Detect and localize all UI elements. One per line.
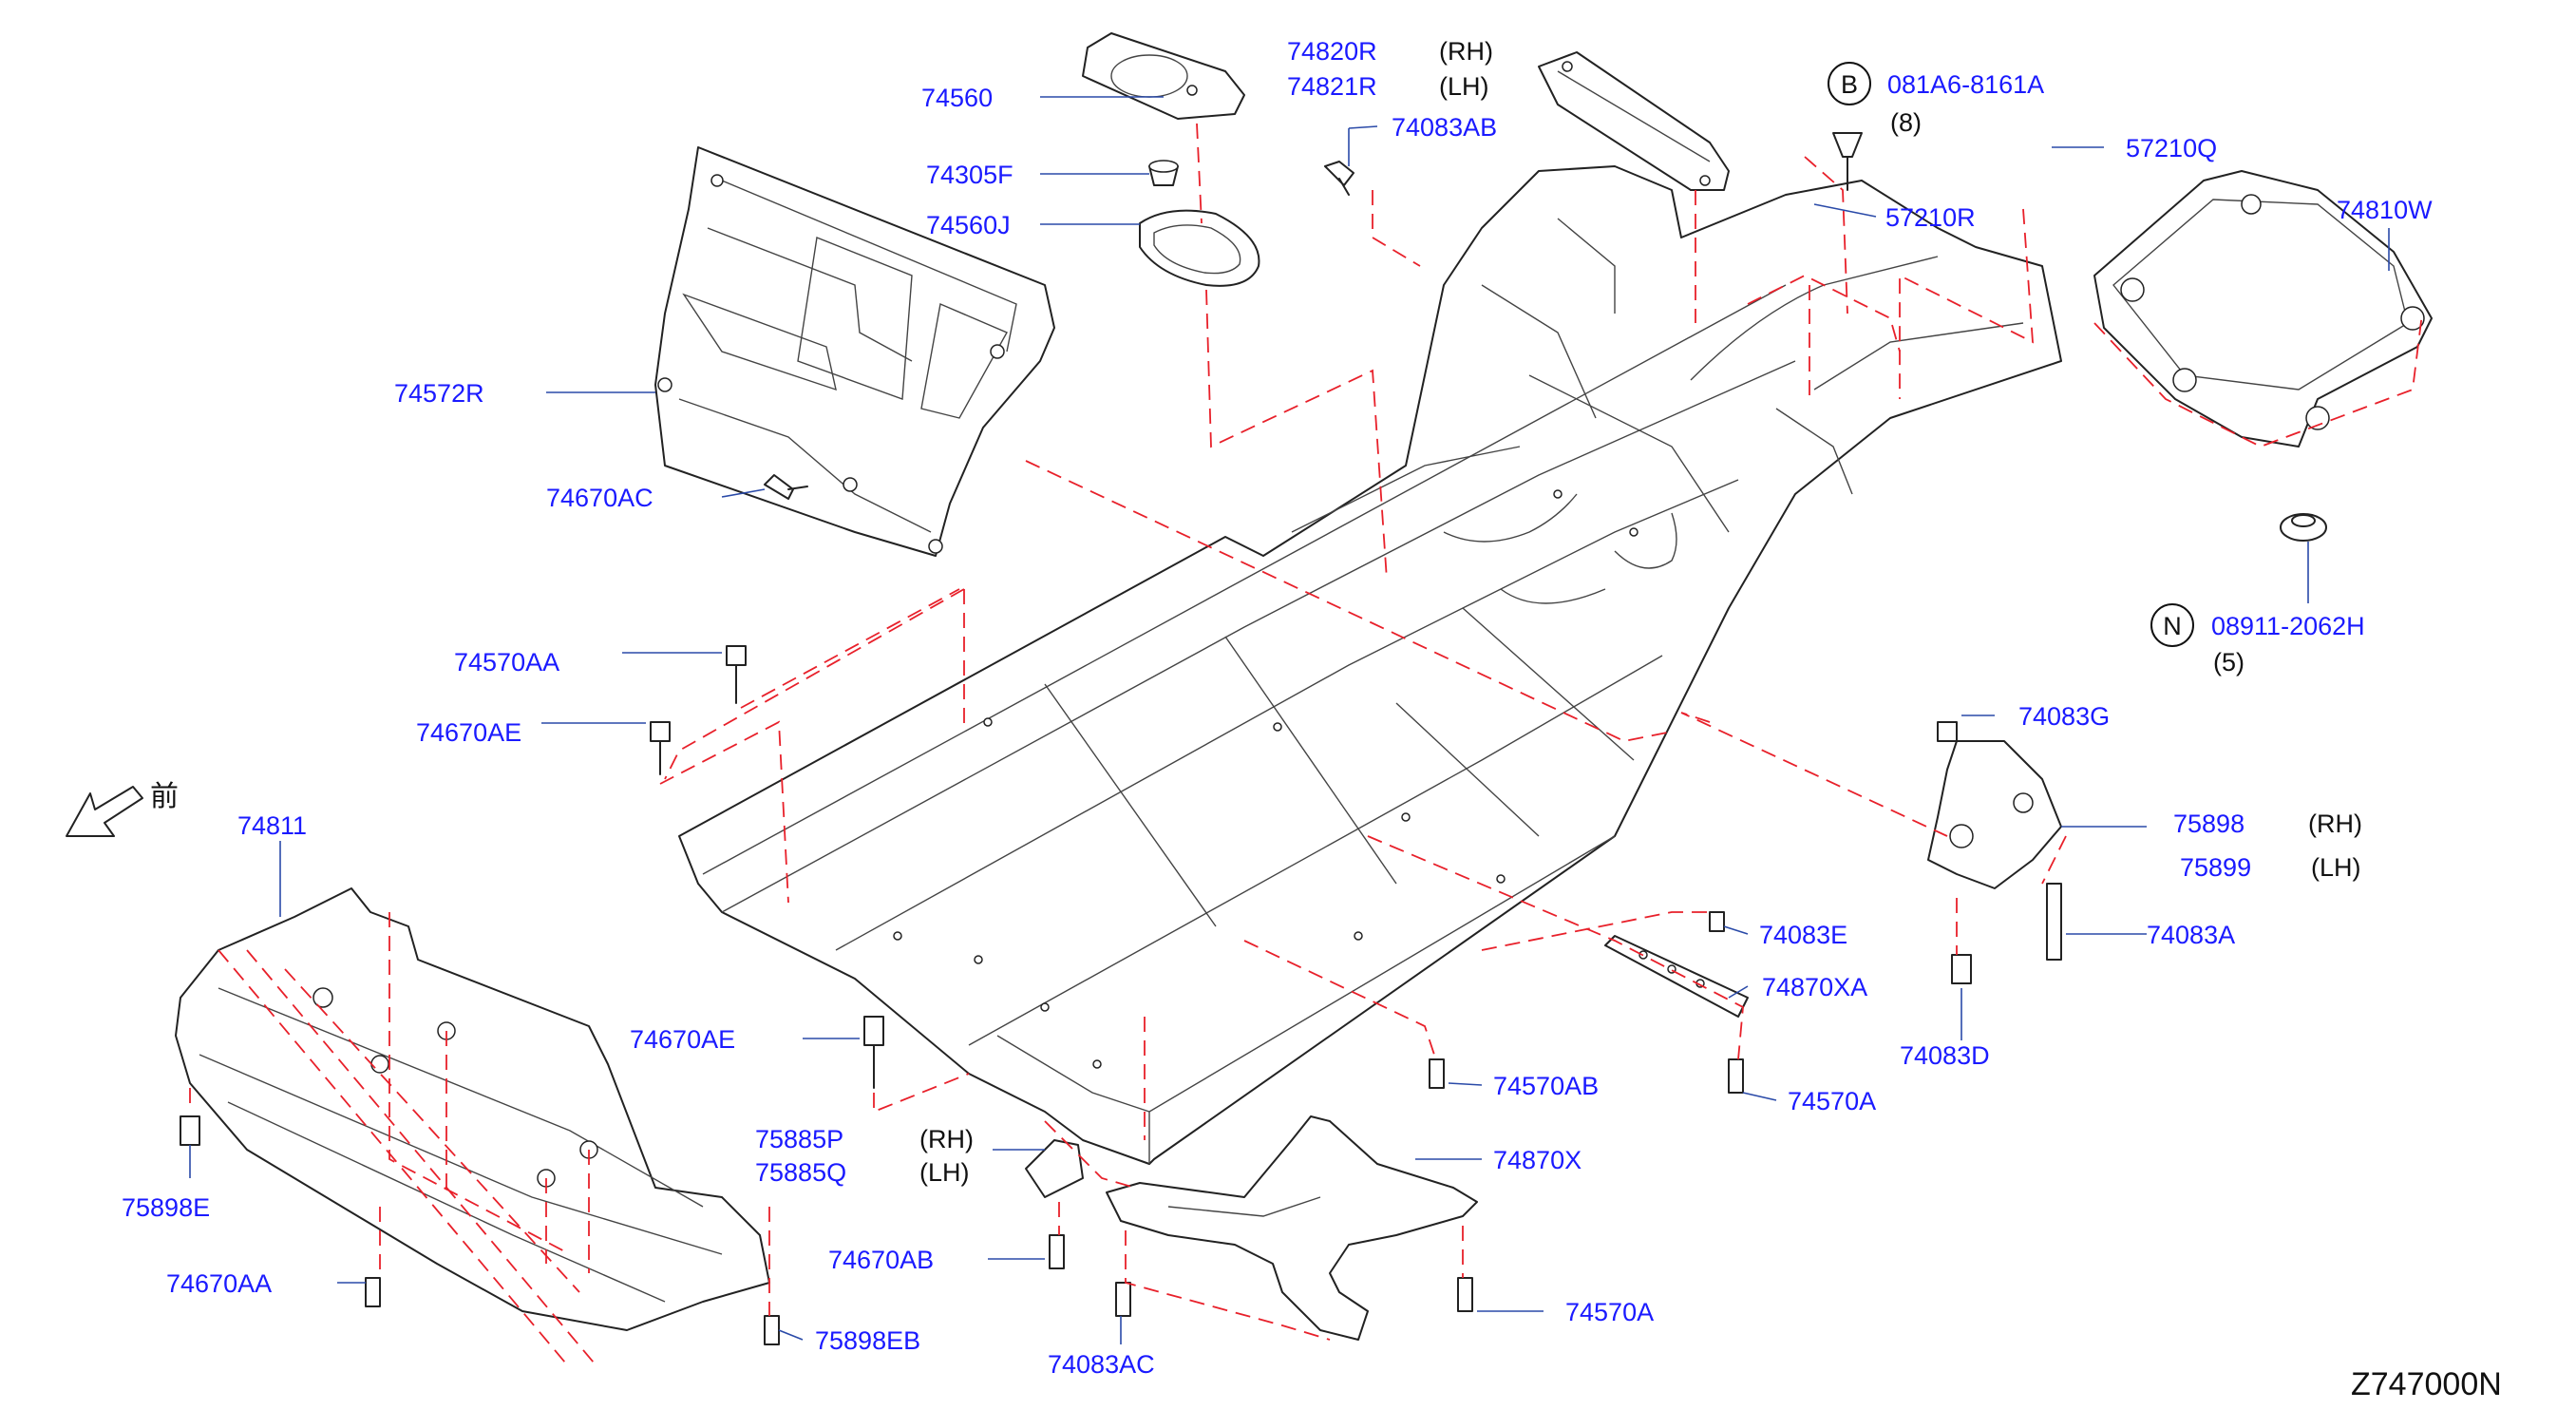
note-rh-74820r: (RH): [1439, 37, 1493, 66]
callout-75885p: 75885P: [755, 1125, 843, 1153]
callout-74570aa: 74570AA: [454, 648, 559, 676]
callouts: 74560 74305F 74560J 74572R 74670AC 74820…: [122, 37, 2433, 1379]
note-qty-8: (8): [1890, 108, 1922, 137]
callout-74083a: 74083A: [2147, 921, 2235, 949]
callout-74083ac: 74083AC: [1048, 1350, 1155, 1379]
brace-74870x: [1106, 1115, 1478, 1341]
bracket-75885p: [1025, 1139, 1084, 1198]
callout-74570a-lower: 74570A: [1565, 1298, 1654, 1326]
callout-74670ae: 74670AE: [416, 718, 521, 747]
member-74820r: [1538, 51, 1730, 191]
callout-74083e: 74083E: [1759, 921, 1847, 949]
callout-74670ab: 74670AB: [828, 1246, 934, 1274]
floor-panel: [678, 165, 2062, 1165]
seal-74560j: [1139, 209, 1260, 287]
callout-74820r: 74820R: [1287, 37, 1377, 66]
callout-74572r: 74572R: [394, 379, 484, 408]
forward-arrow-icon: [66, 786, 143, 837]
front-under-cover-74811: [175, 887, 770, 1331]
callout-74670ae-lower: 74670AE: [630, 1025, 735, 1054]
direction-label: 前: [150, 780, 179, 813]
callout-08911-2062h: 08911-2062H: [2211, 612, 2365, 640]
callout-74810w: 74810W: [2337, 196, 2433, 224]
note-lh-74821r: (LH): [1439, 72, 1489, 101]
bracket-75898: [1927, 740, 2062, 889]
callout-75885q: 75885Q: [755, 1158, 846, 1187]
clip-74305f: [1148, 160, 1179, 186]
callout-74821r: 74821R: [1287, 72, 1377, 101]
badge-b-label: B: [1841, 70, 1858, 99]
callout-75898eb: 75898EB: [815, 1326, 920, 1355]
drawing-code: Z747000N: [2351, 1366, 2502, 1402]
callout-74560j: 74560J: [926, 211, 1011, 239]
callout-74570a: 74570A: [1788, 1087, 1876, 1115]
callout-75898: 75898: [2173, 810, 2245, 838]
note-lh-75885q: (LH): [919, 1158, 970, 1187]
callout-74870xa: 74870XA: [1762, 973, 1867, 1001]
notes: (RH) (LH) (8) (5) (RH) (LH) (RH) (LH): [919, 37, 2362, 1187]
callout-75898e: 75898E: [122, 1193, 210, 1222]
line-art: [66, 32, 2433, 1345]
callout-57210r: 57210R: [1885, 203, 1976, 232]
callout-74811: 74811: [237, 811, 307, 840]
note-lh-75899: (LH): [2311, 853, 2361, 882]
note-rh-75898: (RH): [2308, 810, 2362, 838]
callout-74083d: 74083D: [1900, 1041, 1990, 1070]
rear-cover-74810w: [2093, 170, 2433, 448]
callout-74083g: 74083G: [2018, 702, 2110, 731]
dashed-leaders: [189, 123, 2423, 1369]
callout-leaders: [189, 96, 2390, 1344]
front-shield-74572r: [654, 146, 1055, 557]
fasteners: [180, 132, 2327, 1345]
badge-b: B: [1828, 62, 1871, 105]
callout-74570ab: 74570AB: [1493, 1072, 1599, 1100]
callout-74670ac: 74670AC: [546, 484, 653, 512]
callout-74870x: 74870X: [1493, 1146, 1582, 1174]
note-rh-75885p: (RH): [919, 1125, 974, 1153]
plate-74560: [1082, 32, 1245, 120]
note-qty-5: (5): [2213, 648, 2245, 676]
callout-75899: 75899: [2180, 853, 2251, 882]
badge-n-label: N: [2163, 612, 2182, 640]
callout-74305f: 74305F: [926, 161, 1013, 189]
callout-081a6-8161a: 081A6-8161A: [1887, 70, 2044, 99]
badge-n: N: [2150, 603, 2194, 647]
callout-74670aa: 74670AA: [166, 1269, 272, 1298]
callout-74083ab: 74083AB: [1392, 113, 1497, 142]
callout-57210q: 57210Q: [2126, 134, 2217, 162]
bar-74870xa: [1604, 935, 1749, 1018]
callout-74560: 74560: [921, 84, 993, 112]
